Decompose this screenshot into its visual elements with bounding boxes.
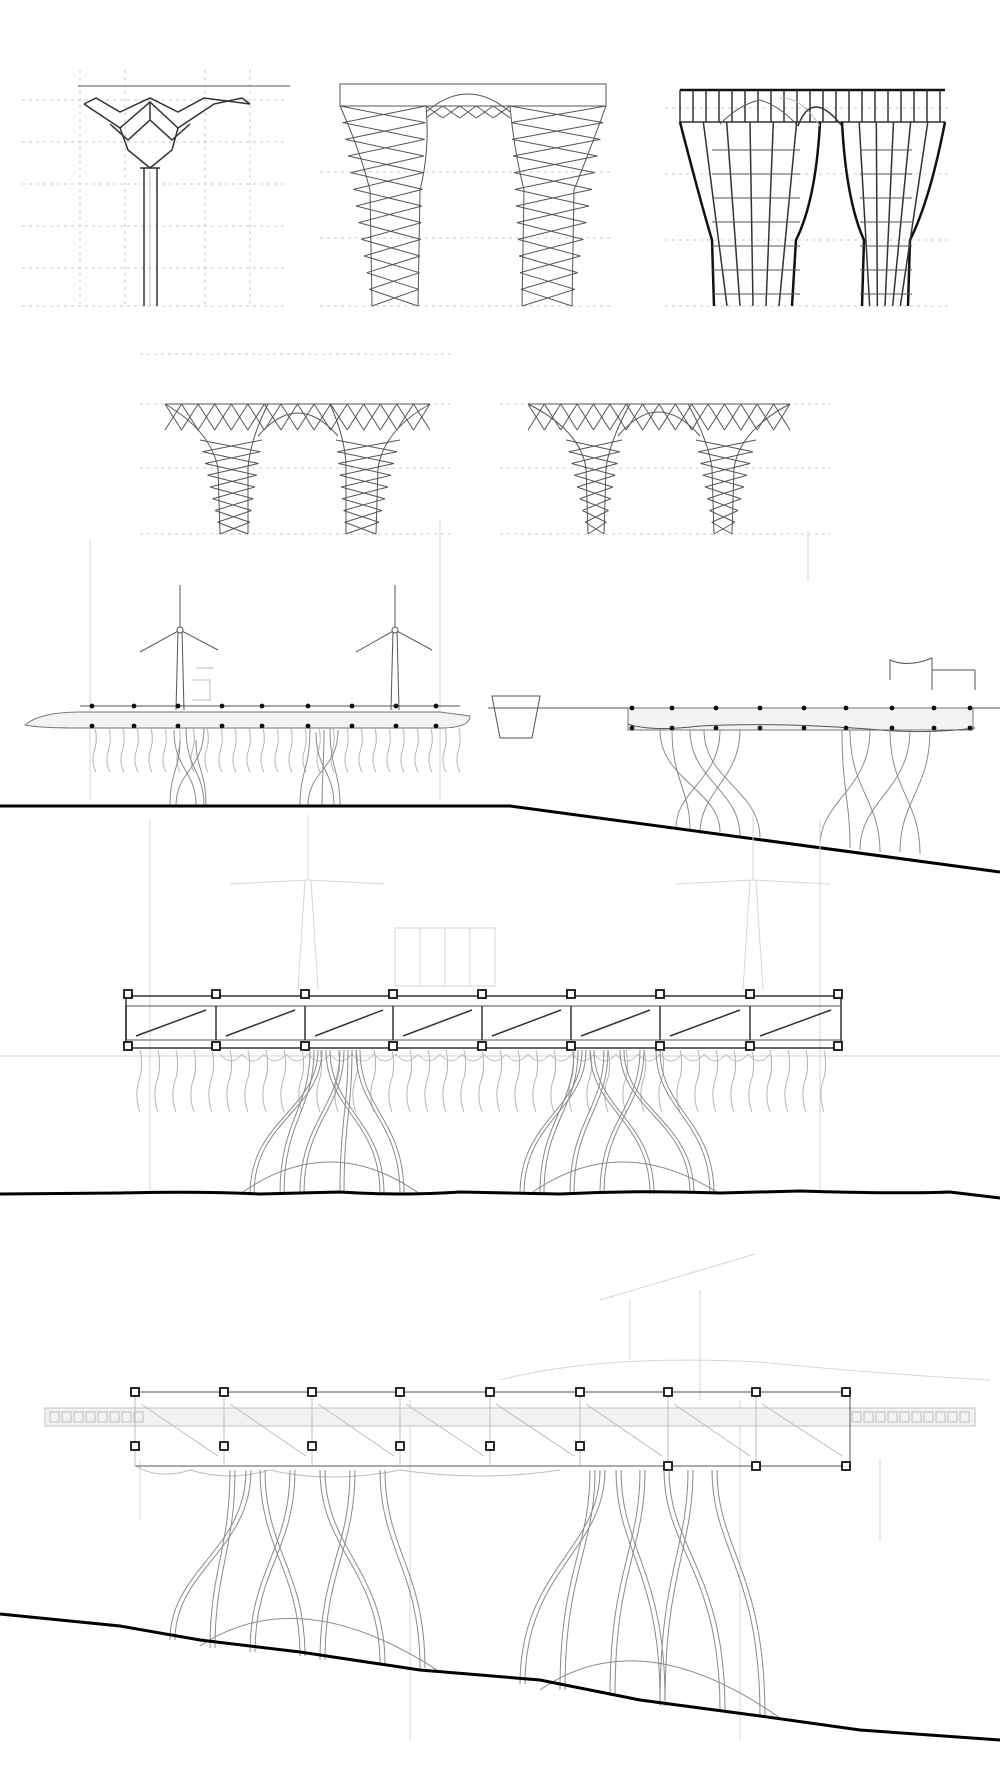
flared-lattice-arch-right: [500, 403, 830, 535]
windmill-deck-root-section: [0, 520, 1000, 874]
flared-lattice-arch-left: [140, 353, 450, 535]
bold-lattice-arch-diagram: [665, 88, 950, 307]
truss-deck-root-section: [0, 815, 1000, 1200]
wind-turbine-icon: [355, 585, 433, 711]
tree-column-diagram: [22, 70, 290, 307]
wind-turbine-icon: [139, 585, 219, 711]
sloped-terrain-root-section: [0, 1253, 1000, 1742]
braced-arch-bridge-diagram: [320, 83, 610, 307]
